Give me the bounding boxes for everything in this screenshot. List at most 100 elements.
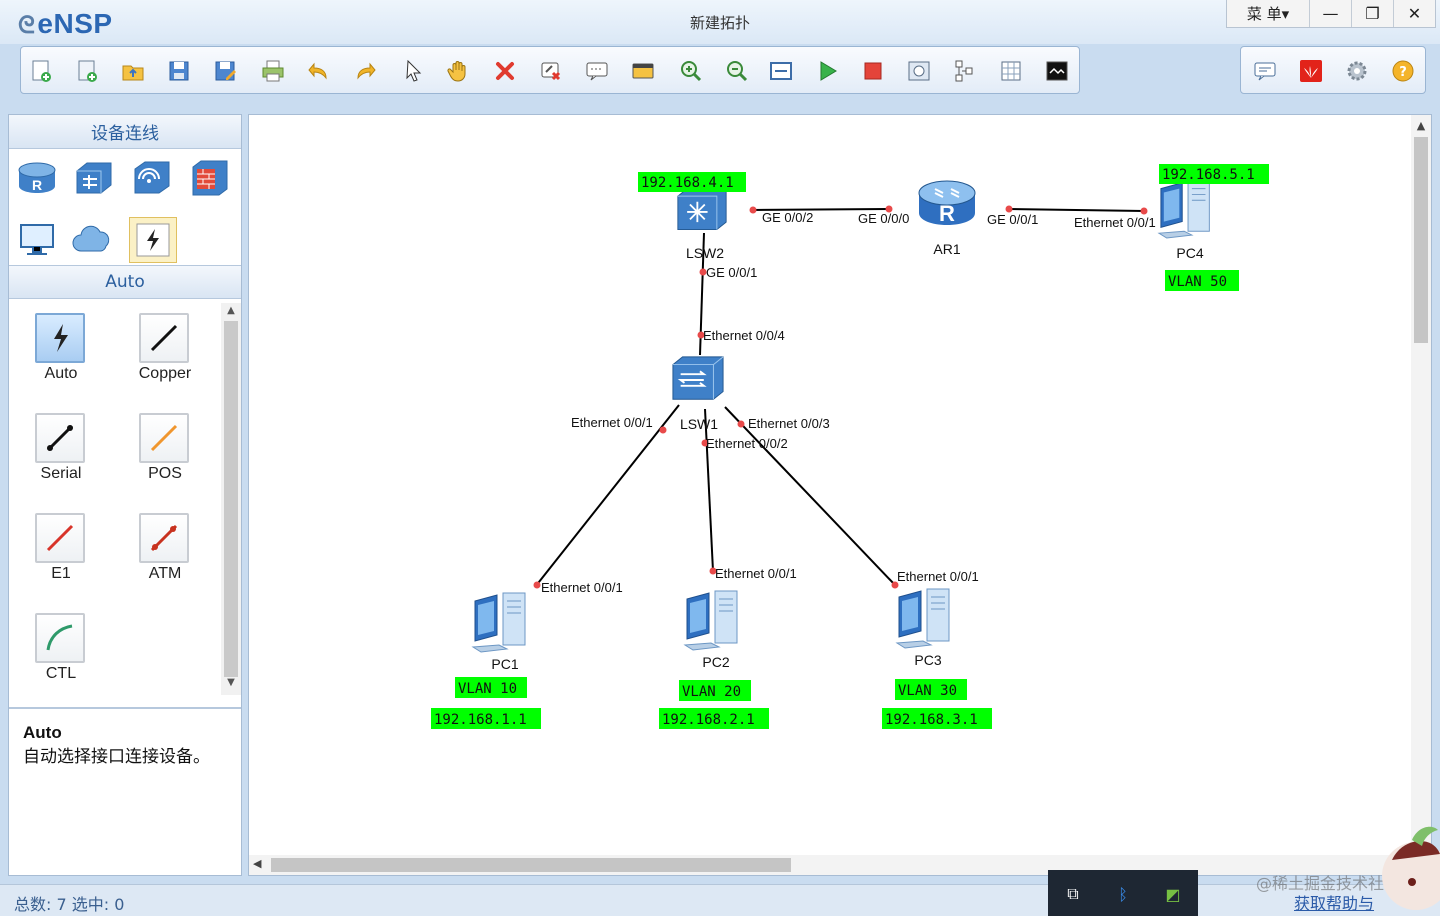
device-label[interactable]: AR1	[933, 241, 960, 257]
delete-icon[interactable]	[491, 57, 519, 85]
minimize-button[interactable]: —	[1309, 0, 1351, 27]
canvas-horizontal-scrollbar[interactable]: ◀	[249, 855, 1413, 875]
scroll-up-icon[interactable]: ▲	[1416, 119, 1426, 132]
ar1-router-icon[interactable]	[918, 180, 976, 227]
connection-category-icon[interactable]	[129, 217, 177, 263]
huawei-logo-icon[interactable]	[1297, 57, 1325, 85]
scrollbar-thumb[interactable]	[224, 321, 238, 677]
bluetooth-icon[interactable]: ᛒ	[1118, 884, 1128, 904]
port-label: Ethernet 0/0/1	[541, 580, 623, 595]
zoom-in-icon[interactable]	[677, 57, 705, 85]
capture-icon[interactable]	[905, 57, 933, 85]
vlan-note[interactable]: VLAN 10	[458, 681, 517, 697]
vlan-note[interactable]: VLAN 30	[898, 683, 957, 699]
link-ar1-pc4[interactable]	[1008, 208, 1146, 212]
new-lab-icon[interactable]	[73, 57, 101, 85]
connection-atm[interactable]: ATM	[113, 503, 217, 599]
ip-note[interactable]: 192.168.5.1	[1162, 167, 1255, 183]
topology-canvas[interactable]: R	[248, 114, 1432, 876]
topology-view-icon[interactable]	[951, 57, 979, 85]
connection-serial[interactable]: Serial	[9, 403, 113, 499]
port-label: Ethernet 0/0/3	[748, 416, 830, 431]
main-menu-button[interactable]: 菜 单▾	[1246, 5, 1290, 23]
text-comment-icon[interactable]	[583, 57, 611, 85]
scroll-left-icon[interactable]: ◀	[253, 857, 262, 870]
link-lsw2-ar1[interactable]	[752, 208, 890, 211]
delete-link-icon[interactable]	[537, 57, 565, 85]
scroll-down-icon[interactable]: ▼	[227, 677, 235, 688]
ip-note[interactable]: 192.168.2.1	[662, 712, 755, 728]
lsw2-switch-icon[interactable]	[676, 187, 728, 231]
firewall-category-icon[interactable]	[185, 155, 233, 201]
port-dot	[891, 581, 899, 589]
cloud-category-icon[interactable]	[69, 217, 117, 263]
port-label: Ethernet 0/0/4	[703, 328, 785, 343]
nvidia-icon[interactable]: ◩	[1165, 884, 1181, 904]
device-label[interactable]: PC3	[914, 652, 941, 668]
undo-icon[interactable]	[305, 57, 333, 85]
router-category-icon[interactable]: R	[13, 155, 61, 201]
connection-copper[interactable]: Copper	[113, 303, 217, 399]
vlan-note[interactable]: VLAN 20	[682, 684, 741, 700]
assistant-mascot-icon[interactable]	[1372, 820, 1440, 916]
connection-ctl[interactable]: CTL	[9, 603, 113, 699]
link-lsw1-pc1[interactable]	[534, 404, 680, 588]
close-button[interactable]: ✕	[1393, 0, 1435, 27]
ip-note[interactable]: 192.168.3.1	[885, 712, 978, 728]
stop-device-icon[interactable]	[859, 57, 887, 85]
settings-gear-icon[interactable]	[1343, 57, 1371, 85]
copper-cable-icon	[150, 324, 178, 352]
save-as-icon[interactable]	[211, 57, 239, 85]
restore-button[interactable]: ❐	[1351, 0, 1393, 27]
device-label[interactable]: LSW1	[680, 416, 718, 432]
connection-pos[interactable]: POS	[113, 403, 217, 499]
zoom-out-icon[interactable]	[723, 57, 751, 85]
watermark: @稀土掘金技术社区	[1256, 874, 1401, 893]
open-folder-icon[interactable]	[119, 57, 147, 85]
console-icon[interactable]	[1043, 57, 1071, 85]
switch-category-icon[interactable]	[69, 155, 117, 201]
connection-auto[interactable]: Auto	[9, 303, 113, 399]
help-icon[interactable]: ?	[1389, 57, 1417, 85]
ip-note[interactable]: 192.168.1.1	[434, 712, 527, 728]
redo-icon[interactable]	[351, 57, 379, 85]
vlan-note[interactable]: VLAN 50	[1168, 274, 1227, 290]
port-label: GE 0/0/1	[987, 212, 1038, 227]
scrollbar-thumb[interactable]	[271, 858, 791, 872]
link-lsw1-pc2[interactable]	[704, 408, 714, 572]
scrollbar-thumb[interactable]	[1414, 137, 1428, 343]
device-label[interactable]: PC2	[702, 654, 729, 670]
description-text: 自动选择接口连接设备。	[23, 747, 210, 767]
ip-note[interactable]: 192.168.4.1	[641, 175, 734, 191]
palette-icon[interactable]	[629, 57, 657, 85]
pc-category-icon[interactable]	[13, 217, 61, 263]
status-count: 总数: 7 选中: 0	[14, 895, 125, 914]
canvas-vertical-scrollbar[interactable]: ▲	[1411, 115, 1431, 857]
fit-window-icon[interactable]	[767, 57, 795, 85]
pc1-pc-icon[interactable]	[472, 592, 526, 653]
device-label[interactable]: PC1	[491, 656, 518, 672]
new-topology-icon[interactable]	[27, 57, 55, 85]
lsw1-switch-icon[interactable]	[671, 355, 725, 401]
wireless-category-icon[interactable]	[127, 155, 175, 201]
pc3-pc-icon[interactable]	[896, 588, 950, 649]
pos-cable-icon	[150, 424, 178, 452]
select-pointer-icon[interactable]	[399, 57, 427, 85]
pc4-pc-icon[interactable]	[1158, 180, 1210, 239]
start-device-icon[interactable]	[813, 57, 841, 85]
link-lsw1-pc3[interactable]	[724, 406, 896, 586]
chat-icon[interactable]	[1251, 57, 1279, 85]
help-link[interactable]: 获取帮助与	[1294, 894, 1375, 913]
scroll-up-icon[interactable]: ▲	[227, 305, 235, 316]
connection-list-scrollbar[interactable]: ▲ ▼	[221, 303, 241, 695]
connection-e1[interactable]: E1	[9, 503, 113, 599]
pan-hand-icon[interactable]	[445, 57, 473, 85]
grid-icon[interactable]	[997, 57, 1025, 85]
port-label: GE 0/0/2	[762, 210, 813, 225]
device-label[interactable]: LSW2	[686, 245, 724, 261]
print-icon[interactable]	[259, 57, 287, 85]
save-icon[interactable]	[165, 57, 193, 85]
device-label[interactable]: PC4	[1176, 245, 1203, 261]
task-view-icon[interactable]: ⧉	[1067, 884, 1079, 903]
pc2-pc-icon[interactable]	[684, 590, 738, 651]
